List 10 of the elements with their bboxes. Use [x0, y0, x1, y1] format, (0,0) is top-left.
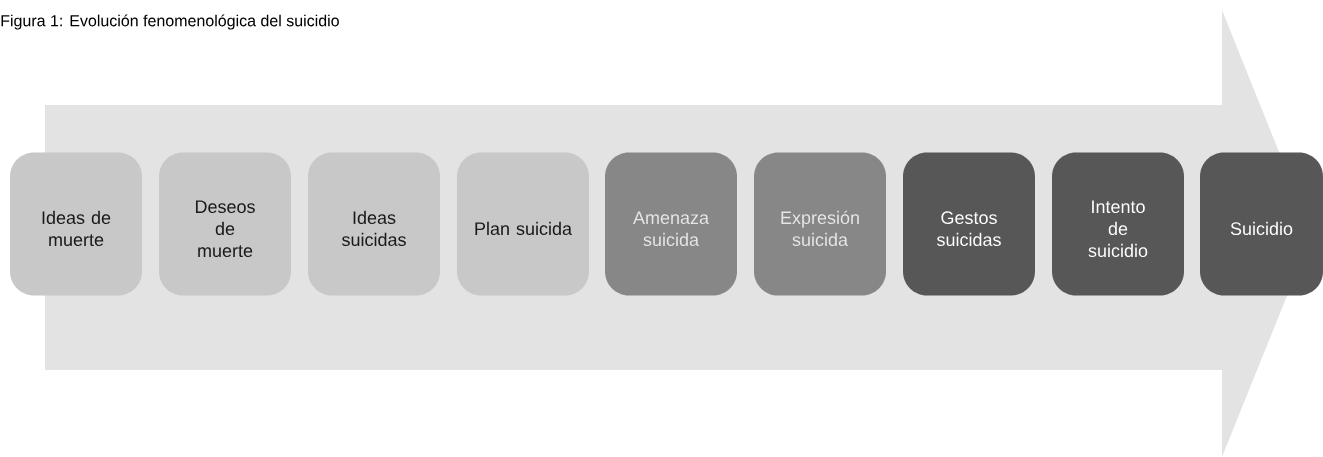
process-box: Plan suicida: [457, 152, 589, 296]
process-box: Intento de suicidio: [1052, 152, 1184, 296]
process-box: Ideas suicidas: [308, 152, 440, 296]
process-box: Amenaza suicida: [605, 152, 737, 296]
process-box: Suicidio: [1200, 152, 1323, 296]
process-box: Expresión suicida: [754, 152, 886, 296]
title: Figura 1: Evolución fenomenológica del suicidio: [1, 14, 339, 30]
process-box: Gestos suicidas: [903, 152, 1035, 296]
process-box: Ideas de muerte: [10, 152, 142, 296]
process-box: Deseos de muerte: [159, 152, 291, 296]
